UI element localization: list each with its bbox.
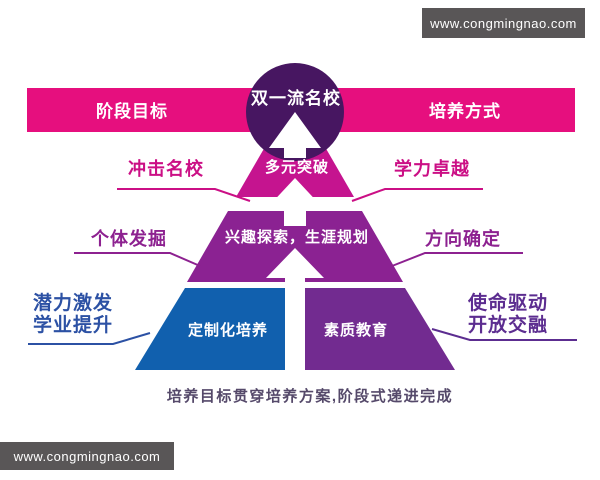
leader-line-level1-right xyxy=(351,188,483,202)
up-arrow-icon-middle xyxy=(267,178,323,226)
up-arrow-icon-bottom xyxy=(266,248,324,370)
header-left-title: 阶段目标 xyxy=(96,102,168,122)
level3-right-shape xyxy=(305,288,455,370)
stage-goal-level2: 个体发掘 xyxy=(91,228,167,249)
level3-left-title: 定制化培养 xyxy=(187,322,268,340)
stage-goal-level3: 潜力激发 学业提升 xyxy=(33,293,114,336)
level3-right-title: 素质教育 xyxy=(323,322,388,340)
caption-text: 培养目标贯穿培养方案,阶段式递进完成 xyxy=(166,388,454,406)
up-arrow-icon-top xyxy=(269,112,321,158)
level1-title: 多元突破 xyxy=(264,159,329,177)
level2-title: 兴趣探索，生涯规划 xyxy=(224,229,369,247)
level2-shape xyxy=(187,211,403,282)
leader-line-level3-left xyxy=(28,332,151,345)
leader-line-level2-left xyxy=(74,252,201,267)
watermark-url-bottom: www.congmingnao.com xyxy=(13,448,161,464)
apex-label: 双一流名校 xyxy=(251,89,341,109)
stage-goal-level1: 冲击名校 xyxy=(128,158,204,179)
method-level2: 方向确定 xyxy=(425,228,501,249)
level3-left-shape xyxy=(135,288,285,370)
method-level1: 学力卓越 xyxy=(394,158,470,179)
watermark-url-top: www.congmingnao.com xyxy=(430,15,577,31)
leader-line-level1-left xyxy=(117,188,251,202)
watermark-top-right: www.congmingnao.com xyxy=(422,8,585,38)
leader-line-level2-right xyxy=(391,252,523,267)
header-right-title: 培养方式 xyxy=(429,102,501,122)
leader-line-level3-right xyxy=(431,328,577,341)
watermark-bottom-left: www.congmingnao.com xyxy=(0,442,174,470)
method-level3: 使命驱动 开放交融 xyxy=(468,293,549,336)
